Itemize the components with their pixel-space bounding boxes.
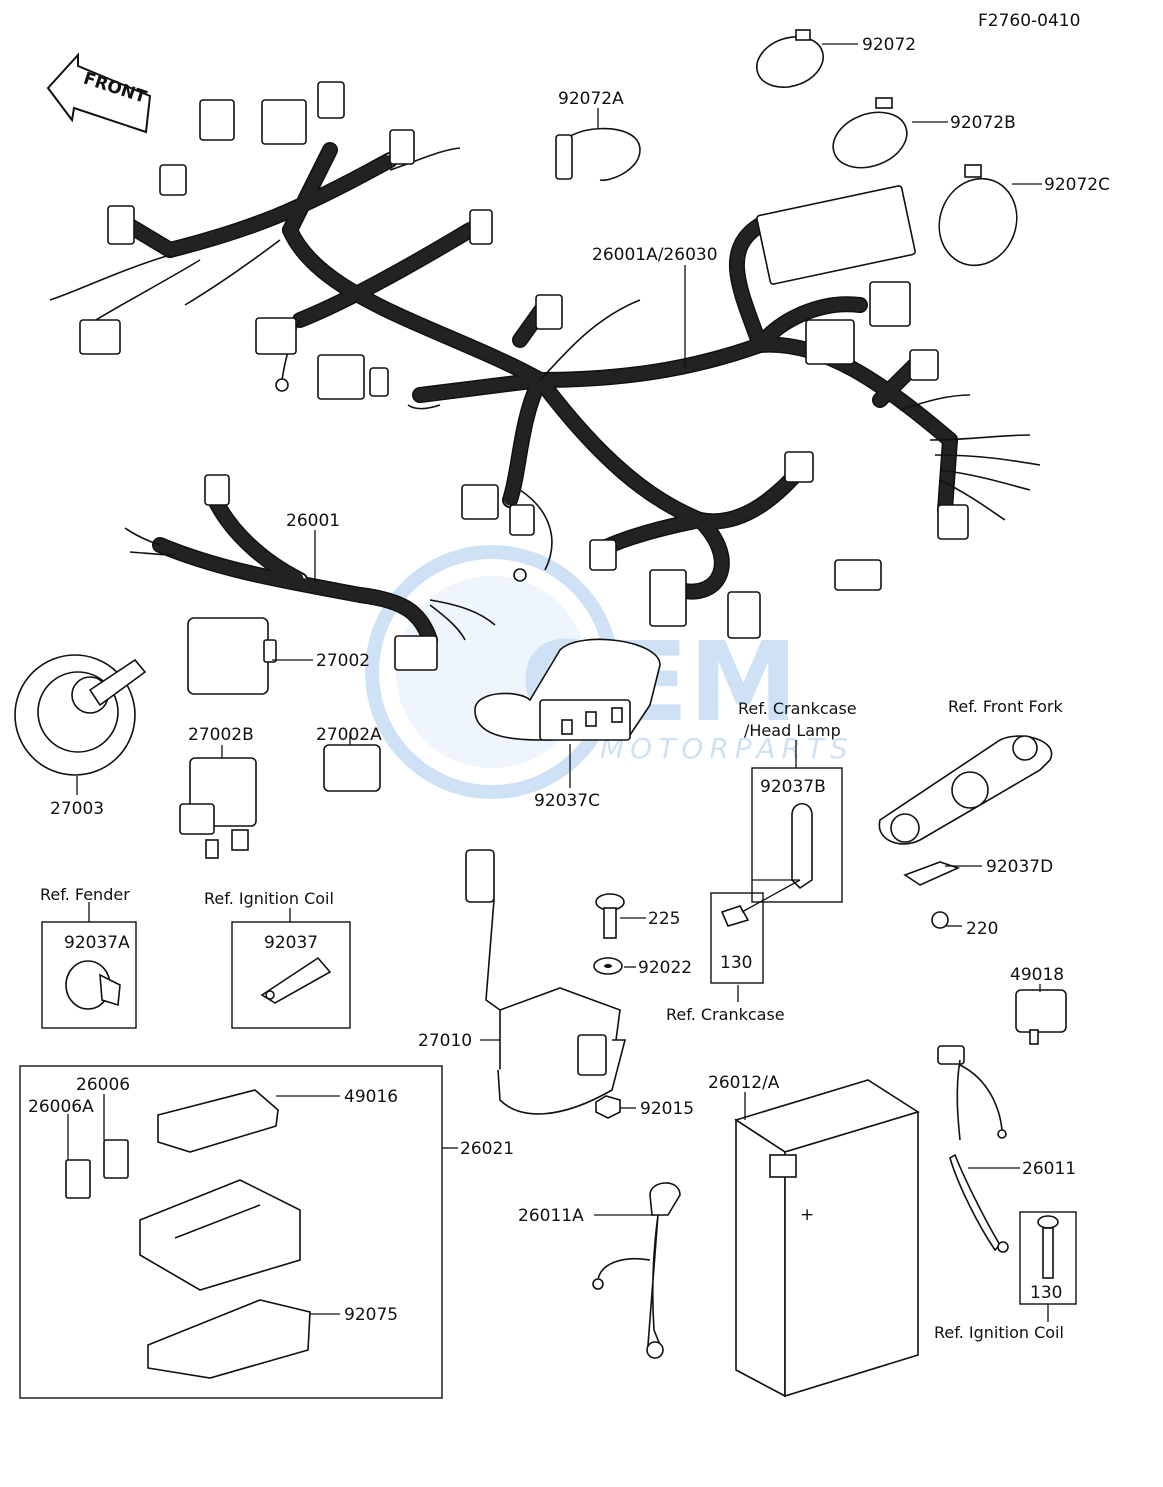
label-26006: 26006 [76,1075,130,1095]
label-92037D: 92037D [986,857,1053,877]
battery-plus-icon: + [800,1205,814,1225]
label-26011: 26011 [1022,1159,1076,1179]
label-27002A: 27002A [316,725,382,745]
relay-27002B [179,757,257,859]
fuse-49018 [1015,989,1067,1045]
label-92037B: 92037B [760,777,826,797]
watermark-logo: OEM MOTORPARTS [365,545,854,799]
label-92037: 92037 [264,933,318,953]
label-225: 225 [648,909,680,929]
watermark-sub: MOTORPARTS [600,732,854,765]
ref-crankcase-headlamp-line2: /Head Lamp [744,721,841,740]
fuse-box-26021-group [19,1065,443,1399]
horn-27003 [14,654,147,776]
sub-harness-26001 [124,474,496,671]
bolt-225 [595,893,625,939]
cover-92037C [474,638,661,741]
ref-ignition-coil-2: Ref. Ignition Coil [934,1323,1064,1342]
label-92037C: 92037C [534,791,600,811]
label-27002B: 27002B [188,725,254,745]
front-arrow-icon: FRONT [46,52,152,134]
clamp-92072 [756,29,824,88]
reference-labels: Ref. Crankcase /Head Lamp Ref. Front For… [40,697,1064,1342]
ref-crankcase: Ref. Crankcase [666,1005,785,1024]
label-130-ignition: 130 [1030,1283,1062,1303]
ref-ignition-coil-1: Ref. Ignition Coil [204,889,334,908]
label-92015: 92015 [640,1099,694,1119]
label-26021: 26021 [460,1139,514,1159]
label-220: 220 [966,919,998,939]
label-27003: 27003 [50,799,104,819]
label-26012: 26012/A [708,1073,780,1093]
label-92075: 92075 [344,1305,398,1325]
clamp-92037 [231,921,351,1029]
clamp-92072A [555,127,641,181]
label-92037A: 92037A [64,933,130,953]
bolt-130-crankcase [710,879,801,984]
label-26011A: 26011A [518,1206,584,1226]
relay-27002A [323,744,381,792]
cable-26011 [937,1045,1009,1253]
label-49016: 49016 [344,1087,398,1107]
label-92072A: 92072A [558,89,624,109]
part-labels: 92072 92072A 92072B 92072C 26001A/26030 … [28,35,1110,1325]
washer-92022 [593,957,623,975]
ref-crankcase-headlamp-line1: Ref. Crankcase [738,699,857,718]
label-27010: 27010 [418,1031,472,1051]
leader-lines [67,43,1049,1322]
label-26001A: 26001A/26030 [592,245,718,265]
clamp-92072C [938,164,1018,267]
label-92072: 92072 [862,35,916,55]
label-92072B: 92072B [950,113,1016,133]
front-fork-bracket [878,735,1053,929]
label-92072C: 92072C [1044,175,1110,195]
label-92022: 92022 [638,958,692,978]
label-26001: 26001 [286,511,340,531]
clamp-92072B [832,97,908,169]
nut-92015 [595,1095,621,1119]
cable-26011A [592,1182,681,1359]
ref-fender: Ref. Fender [40,885,130,904]
label-27002: 27002 [316,651,370,671]
main-harness-26001A [49,81,1041,639]
label-130-crankcase: 130 [720,953,752,973]
label-49018: 49018 [1010,965,1064,985]
clamp-92037B [751,767,843,903]
battery-26012: + [734,1079,920,1398]
ref-front-fork: Ref. Front Fork [948,697,1063,716]
drawing-code: F2760-0410 [978,11,1080,31]
label-26006A: 26006A [28,1097,94,1117]
regulator-27010 [465,849,627,1115]
relay-27002 [187,617,277,695]
